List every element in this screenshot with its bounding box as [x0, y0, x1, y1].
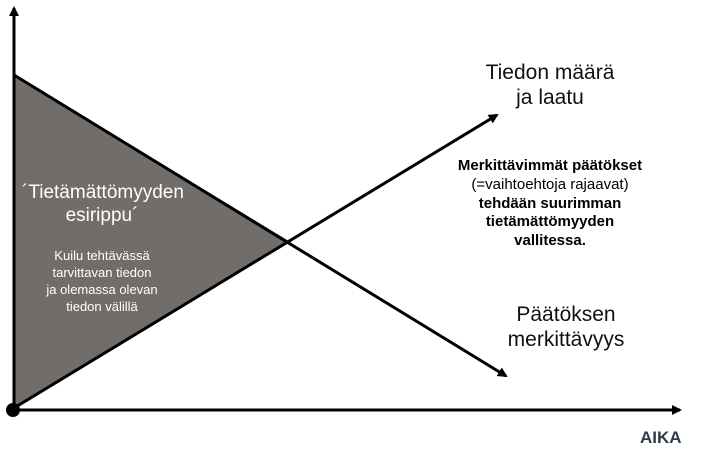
key-note: Merkittävimmät päätökset (=vaihtoehtoja … [450, 157, 650, 251]
curtain-title-line: esirippu´ [65, 204, 139, 226]
note-line: Merkittävimmät päätökset [457, 157, 643, 174]
ignorance-curtain-area [14, 75, 289, 408]
decision-label-line: merkittävyys [507, 328, 625, 352]
note-line: tietämättömyyden [485, 213, 615, 231]
note-line: tehdään suurimman [478, 194, 622, 212]
information-label-line: Tiedon määrä [485, 61, 615, 84]
decision-label-line: Päätöksen [516, 303, 616, 326]
note-line: vallitessa. [514, 232, 586, 249]
x-axis-label: AIKA [640, 428, 682, 447]
curtain-title-line: ´Tietämättömyyden [22, 182, 184, 203]
note-line: (=vaihtoehtoja rajaavat) [471, 175, 629, 193]
curtain-desc-line: Kuilu tehtävässä [54, 248, 150, 263]
origin-dot [6, 403, 20, 417]
decision-significance-line [13, 73, 508, 378]
information-label-line: ja laatu [516, 86, 584, 110]
curtain-title: ´Tietämättömyyden esirippu´ [22, 182, 184, 228]
curtain-desc-line: tarvittavan tiedon [52, 264, 152, 280]
curtain-desc-line: tiedon välillä [66, 298, 138, 314]
curtain-desc-line: ja olemassa olevan [46, 281, 158, 297]
information-label: Tiedon määrä ja laatu [480, 60, 620, 110]
information-line [13, 113, 499, 410]
decision-significance-label: Päätöksen merkittävyys [496, 302, 636, 352]
curtain-description: Kuilu tehtävässä tarvittavan tiedon ja o… [22, 248, 182, 316]
